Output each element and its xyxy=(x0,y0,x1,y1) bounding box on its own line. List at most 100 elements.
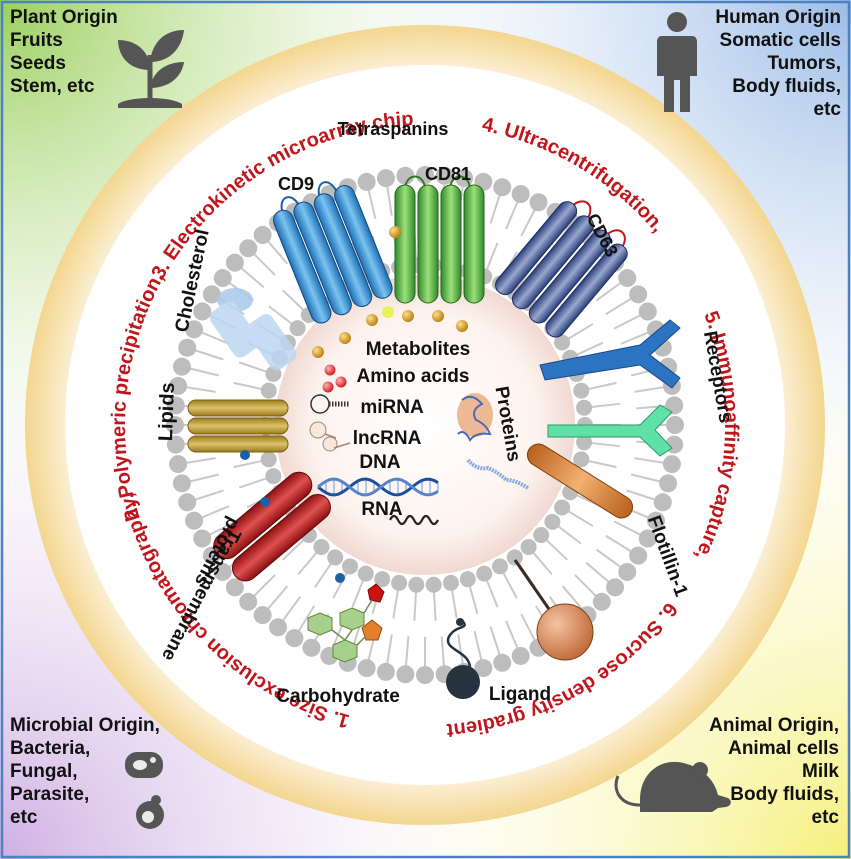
lipid-head xyxy=(260,451,277,468)
lipid-head xyxy=(653,493,672,512)
lipid-head xyxy=(576,434,593,451)
lipid-head xyxy=(213,562,232,581)
mirna-hairpin xyxy=(310,394,350,414)
lipid-head xyxy=(408,576,425,593)
lipid-head xyxy=(376,169,395,188)
mouse-icon xyxy=(614,761,731,812)
lipid-head xyxy=(629,546,648,565)
lipid-head xyxy=(357,565,374,582)
microbial-line: Fungal, xyxy=(10,761,78,782)
lipid-head xyxy=(285,629,304,648)
structure-label: CD81 xyxy=(425,164,471,184)
structure-label: CD9 xyxy=(278,174,314,194)
lipid-head xyxy=(185,320,204,339)
lipid-head xyxy=(166,416,184,434)
lipid-head xyxy=(554,499,571,516)
lipid-head xyxy=(172,357,191,376)
cd81-protein xyxy=(394,175,485,304)
lipid-head xyxy=(239,592,258,611)
human-origin-list: Human Origin Somatic cells Tumors, Body … xyxy=(715,6,841,121)
microbial-origin-list: Microbial Origin, Bacteria, Fungal, Para… xyxy=(10,714,160,829)
lipid-head xyxy=(511,185,530,204)
lipid-head xyxy=(476,565,493,582)
lipid-head xyxy=(666,416,684,434)
lipid-head xyxy=(606,578,625,597)
animal-line: Milk xyxy=(802,761,839,782)
lipid-head xyxy=(357,172,376,191)
lipid-head xyxy=(169,376,188,395)
receptor-blue xyxy=(539,319,681,389)
human-line: etc xyxy=(813,99,841,120)
dna-strand xyxy=(317,477,439,497)
dna-double-helix xyxy=(317,477,439,497)
microbial-line: Bacteria, xyxy=(10,738,91,759)
structure-label: Lipids xyxy=(155,382,179,442)
lipid-head xyxy=(659,474,678,493)
lipid-head xyxy=(396,166,415,185)
lipid-head xyxy=(573,382,590,399)
lipid-head xyxy=(662,455,681,474)
receptor-teal xyxy=(547,404,673,457)
ligand-molecule xyxy=(446,559,594,699)
lipid-head xyxy=(376,662,395,681)
lipid-head xyxy=(493,653,512,672)
plant-line: Stem, etc xyxy=(10,76,95,97)
structure-label: miRNA xyxy=(360,397,424,418)
lipid-head xyxy=(435,166,454,185)
lipid-head xyxy=(313,538,330,555)
lipid-head xyxy=(178,493,197,512)
amino-acid-balls xyxy=(322,364,347,393)
lipid-head xyxy=(342,558,359,575)
plant-origin-list: Plant Origin Fruits Seeds Stem, etc xyxy=(10,6,118,98)
lipid-head xyxy=(253,606,272,625)
protein-blob xyxy=(457,393,530,490)
lipid-head xyxy=(166,435,185,454)
lipid-head xyxy=(665,396,684,415)
lipid-head xyxy=(213,269,232,288)
plant-sprout-icon xyxy=(118,30,184,108)
lipid-head xyxy=(396,665,415,684)
lipid-head xyxy=(491,558,508,575)
lipid-head xyxy=(629,285,648,304)
flotillin-protein xyxy=(526,443,634,519)
lipid-head xyxy=(646,511,665,530)
lipid-head xyxy=(327,549,344,566)
gold-bead-cluster xyxy=(240,226,468,583)
plant-line: Seeds xyxy=(10,53,66,74)
animal-line: Animal cells xyxy=(728,738,839,759)
plant-line: Plant Origin xyxy=(10,7,118,28)
carbohydrate-chain xyxy=(307,583,385,663)
structure-label: Carbohydrate xyxy=(276,686,400,707)
lipid-head xyxy=(442,574,459,591)
lipid-head xyxy=(576,399,593,416)
structure-label: Amino acids xyxy=(357,366,470,387)
lipid-head xyxy=(529,193,548,212)
lipid-head xyxy=(289,320,306,337)
lipid-head xyxy=(592,592,611,611)
lipid-head xyxy=(554,334,571,351)
human-line: Human Origin xyxy=(715,7,841,28)
lipid-head xyxy=(253,225,272,244)
animal-line: Animal Origin, xyxy=(709,715,839,736)
lipid-head xyxy=(193,529,212,548)
structure-label: RNA xyxy=(361,499,402,520)
lipid-head xyxy=(391,574,408,591)
lipid-head xyxy=(638,302,657,321)
lipid-head xyxy=(506,549,523,566)
lipid-head xyxy=(172,474,191,493)
lipid-head xyxy=(202,285,221,304)
structure-label: Ligand xyxy=(489,684,551,705)
lipid-head xyxy=(166,396,185,415)
lipid-head xyxy=(193,302,212,321)
lipid-head xyxy=(178,338,197,357)
lipid-head xyxy=(374,571,391,588)
lipid-head xyxy=(618,269,637,288)
lipid-head xyxy=(511,646,530,665)
cholesterol-molecule xyxy=(209,288,297,371)
cd9-protein xyxy=(272,181,393,324)
lipid-head xyxy=(302,638,321,657)
lipid-head xyxy=(425,576,442,593)
animal-line: etc xyxy=(811,807,839,828)
